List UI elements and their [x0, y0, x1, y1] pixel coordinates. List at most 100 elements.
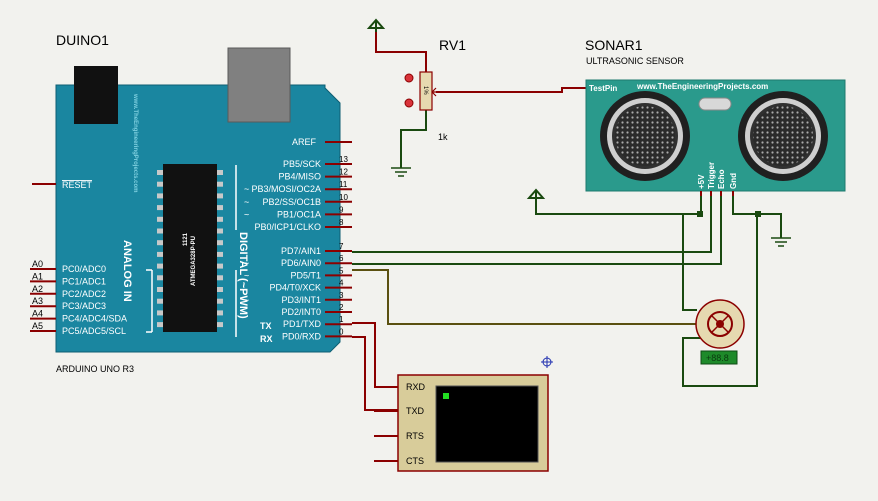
terminal-pins: RXD TXD RTS CTS	[374, 382, 426, 466]
analog-bracket	[146, 269, 153, 333]
rx-label: RX	[260, 334, 273, 344]
reset-label: RESET	[62, 180, 93, 190]
motor-readout-box	[700, 350, 738, 365]
digital-pin-number: 3	[339, 291, 344, 300]
sonar-pin[interactable]: +5V	[697, 174, 706, 196]
chip-pin	[157, 322, 163, 328]
chip-pin	[157, 228, 163, 234]
chip-pin	[217, 205, 223, 211]
pwm-tilde: ~	[244, 270, 249, 280]
virtual-terminal[interactable]: RXD TXD RTS CTS	[374, 374, 549, 472]
terminal-pin[interactable]: TXD	[374, 406, 425, 416]
sonar-pin[interactable]: Trigger	[707, 162, 716, 196]
crosshair-icon	[541, 356, 553, 368]
wire-pin7-trigger	[352, 193, 712, 253]
sonar-ref: SONAR1	[585, 37, 643, 53]
chip-pin	[157, 287, 163, 292]
sonar-pin[interactable]: Gnd	[729, 173, 738, 196]
potentiometer-rv1[interactable]: RV1 1% 1k	[366, 18, 466, 142]
digital-pin-name: PB3/MOSI/OC2A	[251, 184, 321, 194]
analog-in-label: ANALOG IN	[121, 240, 133, 302]
analog-wire-label: A3	[32, 296, 43, 306]
sonar-pin[interactable]: Echo	[717, 169, 726, 196]
wire-pot-power	[375, 32, 427, 72]
chip-pin	[217, 170, 223, 175]
ultrasonic-sensor-sonar1[interactable]: SONAR1 ULTRASONIC SENSOR www.TheEngineer…	[585, 37, 846, 196]
sonar-power-terminal-icon	[526, 188, 546, 199]
digital-pin-number: 5	[339, 266, 344, 275]
wire-pin5-motor	[352, 269, 697, 325]
arduino-power-jack	[74, 66, 118, 124]
digital-pin-name: PD4/T0/XCK	[269, 283, 321, 293]
arduino-model: ARDUINO UNO R3	[56, 364, 134, 374]
motor-rotor-icon	[707, 311, 733, 337]
terminal-pin[interactable]: CTS	[374, 456, 424, 466]
digital-pin-number: 13	[339, 155, 348, 164]
wire-motor-loop2	[682, 214, 758, 387]
wire-sonar-power	[535, 193, 702, 215]
digital-pin-number: 11	[339, 180, 348, 189]
digital-pin-name: PD0/RXD	[282, 331, 322, 341]
digital-pin-number: 9	[339, 205, 344, 214]
chip-pin	[217, 240, 223, 246]
chip-pin	[217, 263, 223, 269]
dc-motor[interactable]: +88.8	[695, 299, 745, 365]
chip-pin	[157, 298, 163, 304]
digital-pin-number: 12	[339, 168, 348, 177]
pwm-tilde: ~	[244, 197, 249, 207]
junctions	[697, 211, 761, 217]
tx-label: TX	[260, 321, 272, 331]
sonar-crystal	[698, 97, 732, 111]
chip-ref: 1121	[183, 232, 189, 246]
sonar-receiver	[738, 91, 828, 181]
arduino-ref: DUINO1	[56, 32, 109, 48]
analog-pin-name: PC4/ADC4/SDA	[62, 314, 127, 324]
terminal-pin[interactable]: RTS	[374, 431, 424, 441]
analog-pin-name: PC5/ADC5/SCL	[62, 326, 126, 336]
digital-pin[interactable]: 5 PD5/T1 ~	[244, 266, 352, 280]
terminal-pin[interactable]: RXD	[374, 382, 426, 392]
pot-up-button[interactable]	[404, 73, 414, 83]
terminal-pin-label: RTS	[406, 431, 424, 441]
analog-wire-label: A2	[32, 284, 43, 294]
pot-wiper-label: 1%	[422, 86, 428, 95]
chip-pin	[157, 240, 163, 246]
chip-pin	[217, 193, 223, 199]
pot-value: 1k	[438, 132, 448, 142]
wires	[352, 32, 782, 411]
digital-pin-number: 1	[339, 315, 344, 324]
sonar-pin-label: Echo	[717, 169, 726, 189]
digital-pin-name: PD5/T1	[290, 270, 321, 280]
arduino-uno[interactable]: DUINO1 ATMEGA328P-PU 1121 www.TheEnginee…	[30, 32, 352, 374]
pot-down-button[interactable]	[404, 98, 414, 108]
chip-pin	[217, 298, 223, 304]
pot-wiper-icon	[431, 87, 437, 97]
terminal-cursor	[443, 393, 449, 399]
analog-wire-label: A1	[32, 271, 43, 281]
sonar-subtitle: ULTRASONIC SENSOR	[586, 56, 684, 66]
digital-pin-number: 6	[339, 254, 344, 263]
wire-pin6-echo	[352, 193, 722, 265]
